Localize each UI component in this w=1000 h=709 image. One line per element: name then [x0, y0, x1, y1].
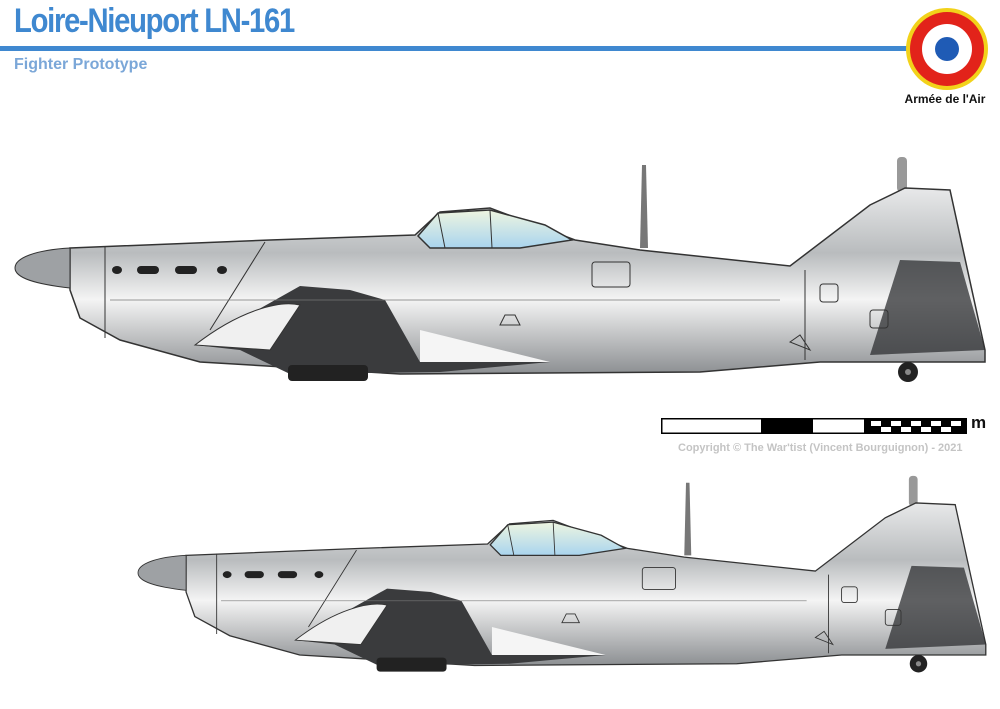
- scale-unit: m: [971, 413, 987, 432]
- scale-bar: [661, 418, 967, 434]
- side-view-small: [137, 475, 987, 674]
- copyright-text: Copyright © The War'tist (Vincent Bourgu…: [678, 442, 963, 454]
- air-force-label: Armée de l'Air: [904, 92, 986, 106]
- title-divider: [0, 46, 930, 51]
- page-title: Loire-Nieuport LN-161: [14, 2, 295, 40]
- side-view-large: [14, 156, 986, 383]
- roundel-icon: [906, 8, 988, 90]
- page-subtitle: Fighter Prototype: [14, 56, 148, 73]
